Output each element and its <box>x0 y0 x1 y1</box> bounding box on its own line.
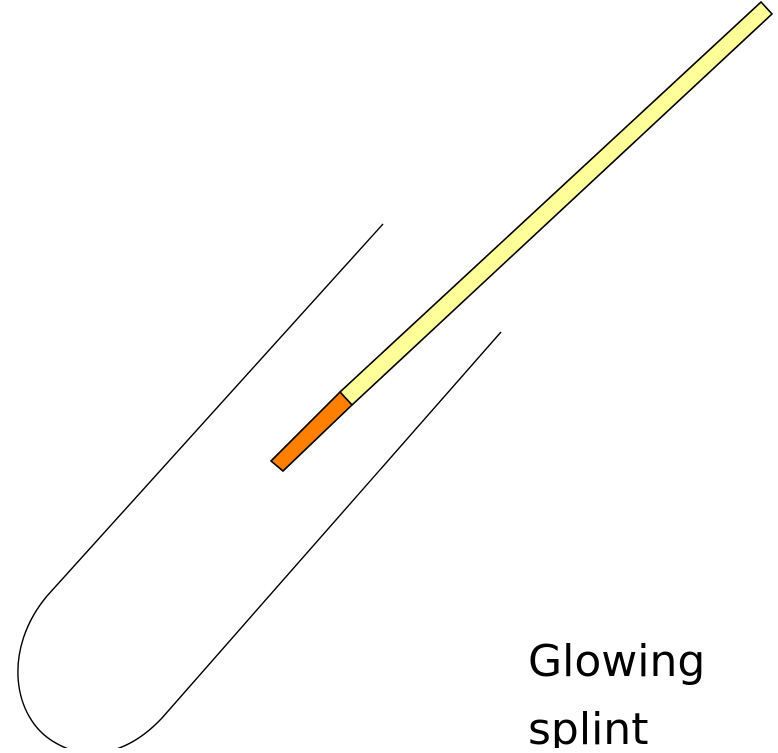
test-tube-icon <box>18 224 501 748</box>
splint-wood <box>340 2 772 405</box>
diagram-caption: Glowing splint inserted into test tube. <box>528 628 778 748</box>
splint-glowing-tip <box>271 392 352 471</box>
